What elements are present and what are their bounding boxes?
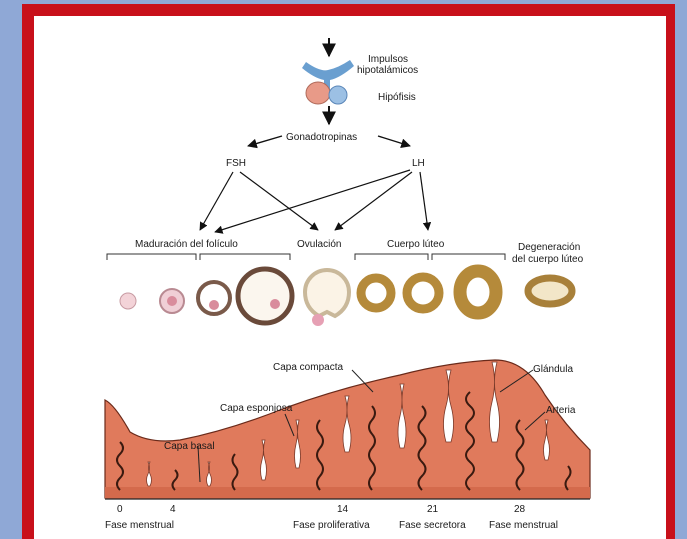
basal-layer-label: Capa basal (164, 441, 215, 452)
fsh-to-ovulation-arrow (240, 172, 318, 230)
basal-layer-band (105, 487, 590, 499)
menstrual-phase-label-1: Fase menstrual (105, 520, 174, 531)
corpus-luteum-label: Cuerpo lúteo (387, 239, 445, 250)
degeneration-label-1: Degeneración (518, 242, 580, 253)
secretory-phase-label: Fase secretora (399, 520, 466, 531)
artery-label: Arteria (546, 405, 576, 416)
follicle-mature (238, 269, 292, 323)
gland-label: Glándula (533, 364, 573, 375)
maturation-bracket-2 (200, 254, 290, 260)
day-14-label: 14 (337, 504, 349, 515)
lh-to-corpus-luteum-arrow (420, 172, 428, 230)
maturation-bracket-1 (107, 254, 196, 260)
fsh-to-maturation-arrow (200, 172, 233, 230)
fsh-label: FSH (226, 158, 246, 169)
lh-to-ovulation-arrow (335, 172, 412, 230)
degeneration-label-2: del cuerpo lúteo (512, 254, 584, 265)
lh-arrow (378, 136, 410, 146)
fsh-arrow (248, 136, 282, 146)
day-0-label: 0 (117, 504, 123, 515)
spongy-layer-label: Capa esponjosa (220, 403, 293, 414)
maturation-label: Maduración del folículo (135, 239, 238, 250)
gonadotropins-label: Gonadotropinas (286, 132, 357, 143)
compact-layer-label: Capa compacta (273, 362, 343, 373)
follicle-secondary-oocyte (209, 300, 219, 310)
degenerating-corpus-luteum (528, 278, 572, 304)
ovulation-label: Ovulación (297, 239, 341, 250)
ovulating-follicle (305, 270, 349, 316)
pituitary-posterior-icon (329, 86, 347, 104)
day-28-label: 28 (514, 504, 526, 515)
impulses-label-2: hipotalámicos (357, 65, 418, 76)
released-oocyte (312, 314, 324, 326)
lh-to-maturation-arrow (215, 170, 410, 232)
day-21-label: 21 (427, 504, 439, 515)
follicle-primary-oocyte (167, 296, 177, 306)
menstrual-phase-label-2: Fase menstrual (489, 520, 558, 531)
proliferative-phase-label: Fase proliferativa (293, 520, 370, 531)
corpus-luteum-2 (407, 277, 439, 309)
follicle-mature-oocyte (270, 299, 280, 309)
day-4-label: 4 (170, 504, 176, 515)
follicle-primordial (120, 293, 136, 309)
pituitary-anterior-icon (306, 82, 330, 104)
pituitary-label: Hipófisis (378, 92, 416, 103)
impulses-label-1: Impulsos (368, 54, 408, 65)
corpus-luteum-1 (361, 278, 391, 308)
corpus-luteum-3 (460, 271, 496, 313)
corpus-luteum-bracket-1 (355, 254, 428, 260)
corpus-luteum-bracket-2 (432, 254, 505, 260)
lh-label: LH (412, 158, 425, 169)
